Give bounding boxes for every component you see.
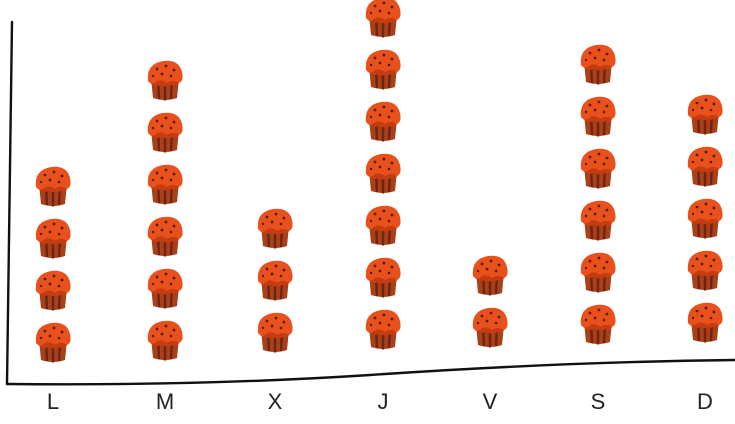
pictograph-columns [34, 0, 724, 364]
y-axis-line [5, 20, 14, 386]
muffin-icon [471, 306, 509, 349]
x-tick-label: S [591, 389, 606, 414]
pictograph-column-d [686, 93, 724, 344]
muffin-icon [34, 165, 72, 208]
muffin-icon [34, 269, 72, 312]
muffin-icon [34, 217, 72, 260]
muffin-icon [146, 163, 184, 206]
muffin-icon [146, 215, 184, 258]
muffin-icon [471, 254, 509, 297]
muffin-icon [579, 199, 617, 242]
muffin-icon [579, 147, 617, 190]
muffin-icon [256, 259, 294, 302]
muffin-icon [364, 0, 402, 39]
muffin-icon [146, 59, 184, 102]
muffin-icon [686, 93, 724, 136]
muffin-icon [364, 152, 402, 195]
muffin-icon [686, 301, 724, 344]
pictograph-column-l [34, 165, 72, 364]
pictograph-column-v [471, 254, 509, 349]
muffin-icon [364, 256, 402, 299]
x-tick-label: V [483, 389, 498, 414]
muffin-icon [579, 43, 617, 86]
muffin-icon [579, 303, 617, 346]
muffin-icon [579, 251, 617, 294]
muffin-icon [686, 145, 724, 188]
x-tick-label: D [697, 389, 713, 414]
muffin-icon [364, 48, 402, 91]
muffin-icon [364, 204, 402, 247]
x-tick-label: M [156, 389, 174, 414]
muffin-icon [686, 197, 724, 240]
muffin-icon [146, 319, 184, 362]
muffin-icon [364, 308, 402, 351]
pictograph-column-s [579, 43, 617, 346]
muffin-icon [364, 100, 402, 143]
muffin-icon [34, 321, 72, 364]
muffin-icon [256, 207, 294, 250]
x-tick-label: X [268, 389, 283, 414]
pictograph-column-x [256, 207, 294, 354]
muffin-icon [146, 267, 184, 310]
pictograph-column-j [364, 0, 402, 351]
x-tick-label: J [378, 389, 389, 414]
muffin-icon [579, 95, 617, 138]
muffin-icon [256, 311, 294, 354]
muffin-icon [146, 111, 184, 154]
pictograph-column-m [146, 59, 184, 362]
x-tick-label: L [47, 389, 59, 414]
x-axis-line [5, 358, 735, 386]
muffin-icon [686, 249, 724, 292]
